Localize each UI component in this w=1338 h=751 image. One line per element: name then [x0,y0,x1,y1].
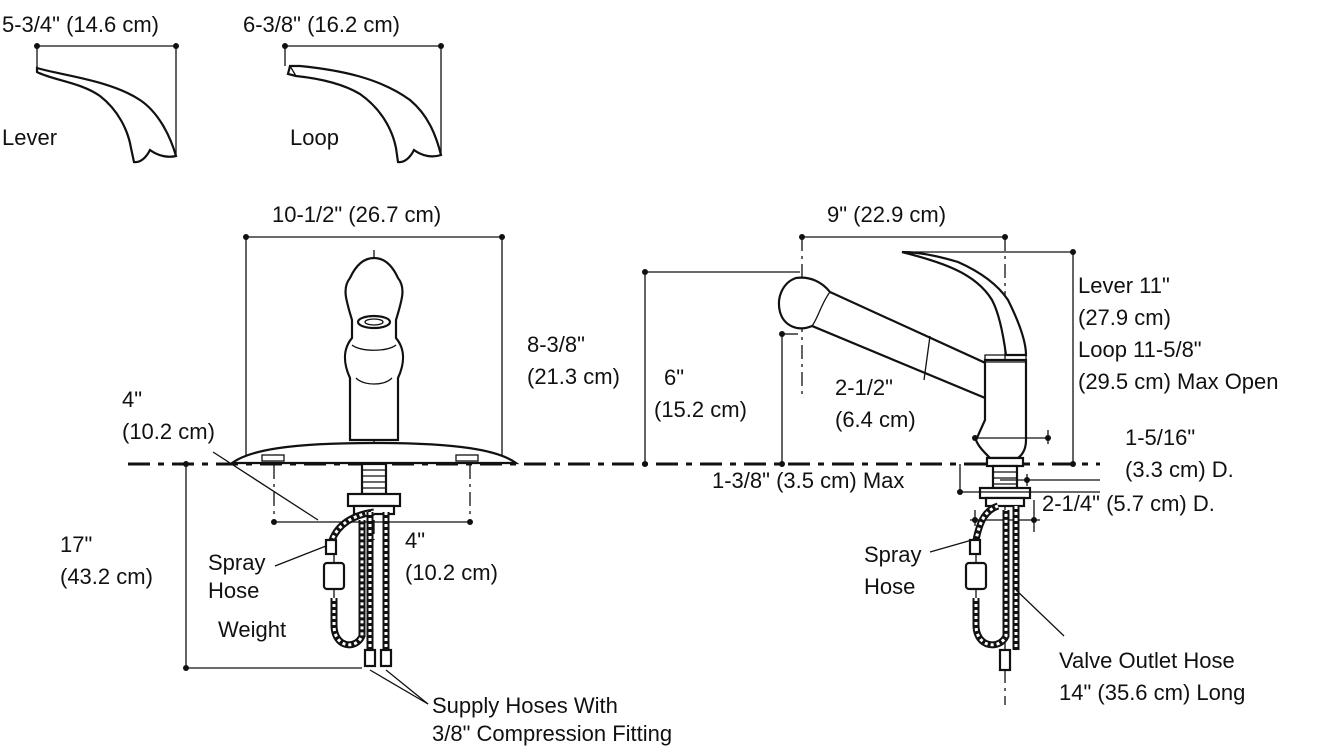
height-dimension [642,269,800,467]
loop-reach-label: 6-3/8" (16.2 cm) [243,12,400,37]
center-label-2: (10.2 cm) [405,560,498,585]
lever-height-label-1: Lever 11" [1078,273,1170,298]
side-width-label: 9" (22.9 cm) [827,202,946,227]
supply-hoses-label-2: 3/8" Compression Fitting [432,721,672,746]
spray-hose-left-2: Hose [208,578,259,603]
center-label-1: 4" [405,528,425,553]
front-view-faucet [183,234,520,705]
max-deck-label: 1-3/8" (3.5 cm) Max [712,468,904,493]
below-deck-label-1: 17" [60,532,92,557]
spout-offset-label-1: 2-1/2" [835,375,893,400]
diameter-1-label-1: 1-5/16" [1125,425,1195,450]
width-top-label: 10-1/2" (26.7 cm) [272,202,441,227]
diameter-1-label-2: (3.3 cm) D. [1125,457,1234,482]
spout-height-label-1: 6" [664,365,684,390]
valve-outlet-label-2: 14" (35.6 cm) Long [1059,680,1245,705]
spout-offset-label-2: (6.4 cm) [835,407,916,432]
plate-width-label-2: (10.2 cm) [122,419,215,444]
spray-hose-left-1: Spray [208,550,265,575]
height-label-2: (21.3 cm) [527,364,620,389]
loop-label: Loop [290,125,339,150]
spray-hose-right-2: Hose [864,574,915,599]
height-label-1: 8-3/8" [527,332,585,357]
lever-handle-drawing [34,43,179,164]
spray-hose-right-1: Spray [864,542,921,567]
lever-height-label-4: (29.5 cm) Max Open [1078,369,1279,394]
below-deck-label-2: (43.2 cm) [60,564,153,589]
spout-height-label-2: (15.2 cm) [654,397,747,422]
lever-height-label-3: Loop 11-5/8" [1078,337,1202,362]
lever-label: Lever [2,125,57,150]
supply-hoses-label-1: Supply Hoses With [432,693,618,718]
loop-handle-drawing [282,43,444,164]
valve-outlet-label-1: Valve Outlet Hose [1059,648,1235,673]
side-view-faucet [777,234,1100,705]
plate-width-label-1: 4" [122,387,142,412]
weight-label: Weight [218,617,286,642]
diameter-2-label: 2-1/4" (5.7 cm) D. [1042,491,1215,516]
lever-height-label-2: (27.9 cm) [1078,305,1171,330]
lever-reach-label: 5-3/4" (14.6 cm) [2,12,159,37]
